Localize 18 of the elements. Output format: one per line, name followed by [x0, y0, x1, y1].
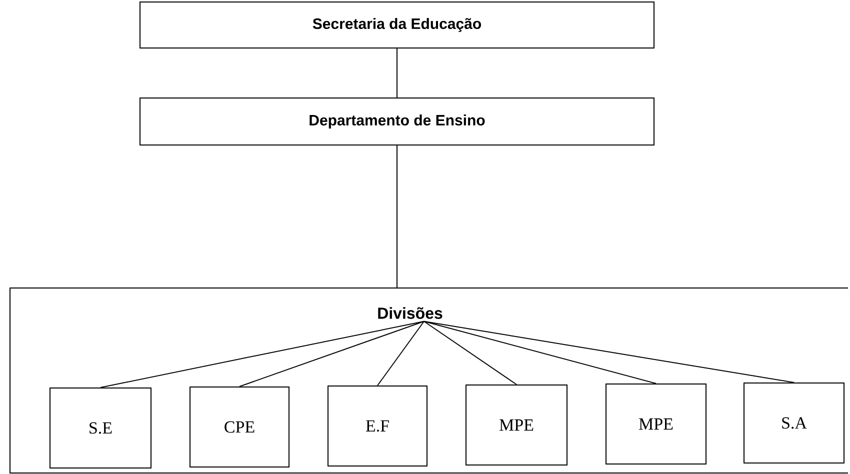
connector-line — [377, 320, 424, 386]
connector-line — [396, 145, 398, 288]
division-box: MPE — [606, 384, 706, 464]
connector-line — [424, 320, 517, 385]
division-box: E.F — [328, 386, 428, 466]
connector-line — [100, 320, 424, 388]
group-heading: Divisões — [378, 307, 442, 319]
org-box: Departamento de Ensino — [140, 98, 654, 146]
connector-line — [239, 320, 424, 387]
division-box: MPE — [466, 384, 568, 466]
connector-line — [424, 320, 656, 384]
division-box: S.E — [50, 388, 152, 468]
org-box: Secretaria da Educação — [140, 2, 654, 48]
group-frame — [10, 288, 849, 474]
connector-line — [396, 48, 398, 98]
division-box: S.A — [744, 382, 845, 464]
connector-line — [424, 320, 794, 383]
division-box: CPE — [190, 386, 290, 468]
